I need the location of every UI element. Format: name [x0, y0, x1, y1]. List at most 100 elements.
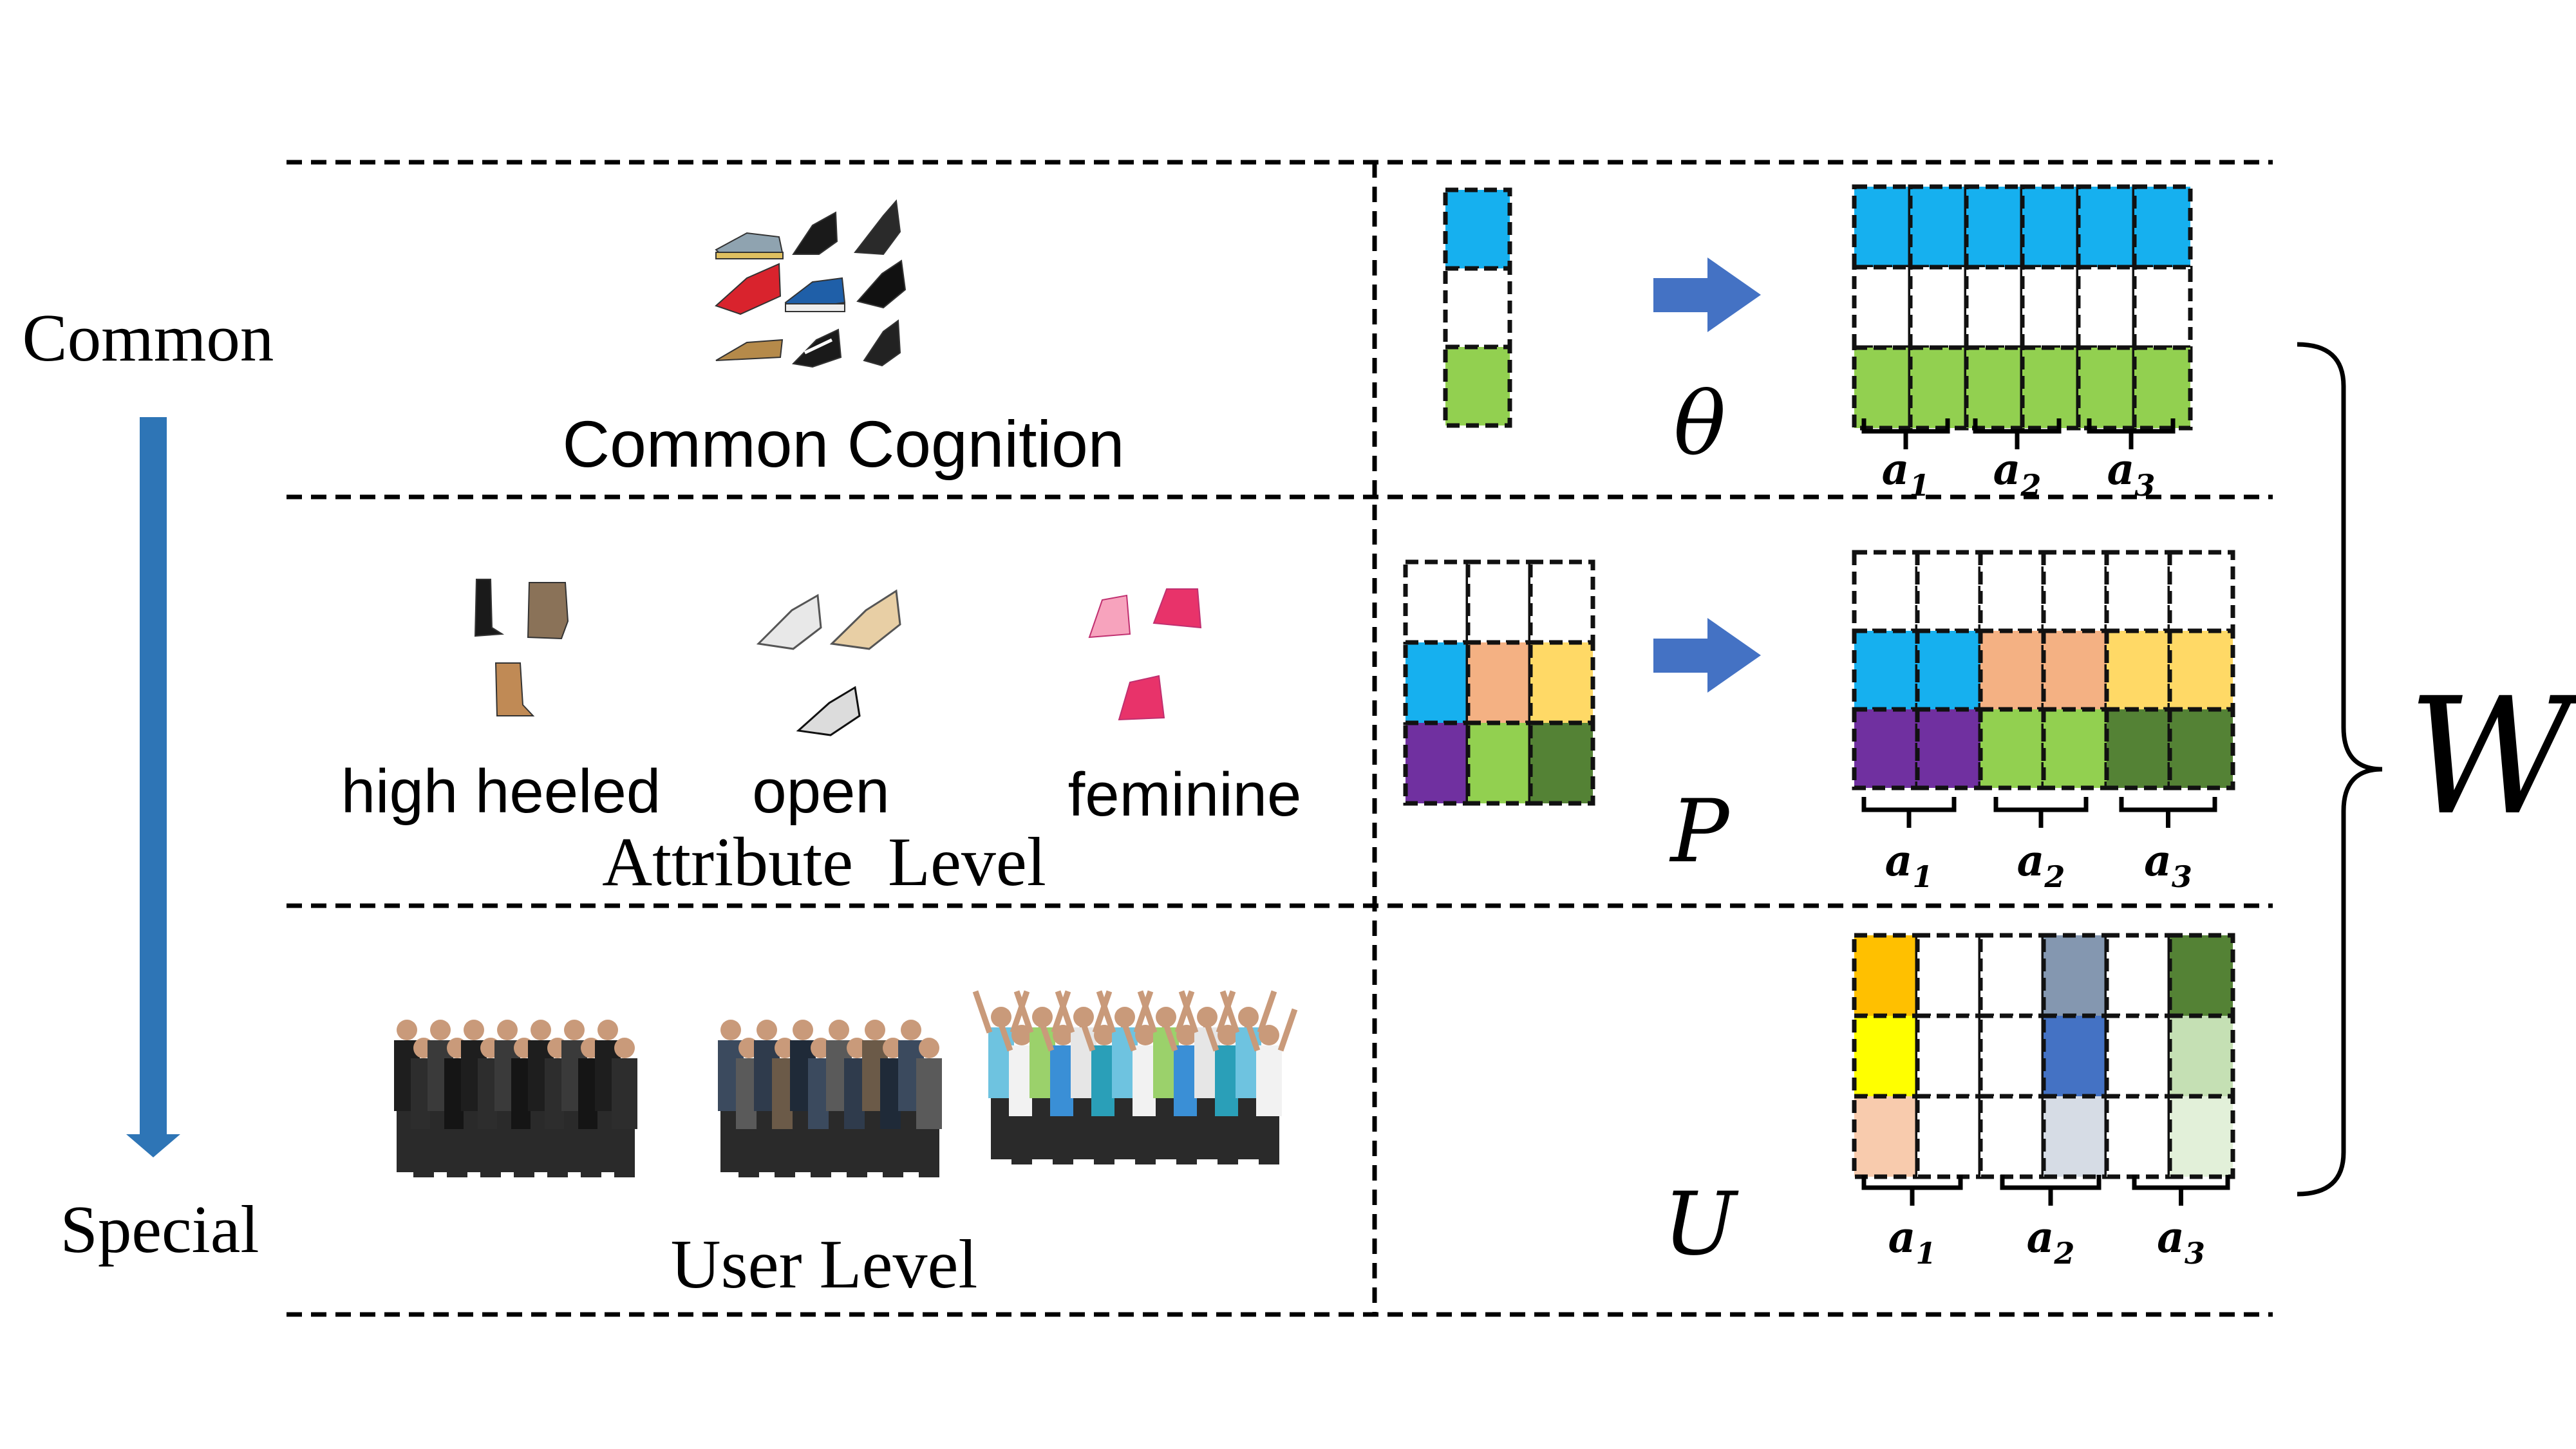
- theta-matrix-cell-r1-c5: [2076, 184, 2137, 270]
- person-legs: [991, 1098, 1011, 1159]
- person-body: [612, 1058, 637, 1129]
- u-matrix-cell-r1-c2: [1915, 933, 1983, 1018]
- theta-label-a1: a1: [1882, 444, 1930, 503]
- p-small-cell-r2-c1: [1403, 640, 1471, 725]
- person-head: [1259, 1025, 1279, 1045]
- u-label-a2: a2: [2027, 1212, 2075, 1271]
- p-matrix-cell-r1-c1: [1852, 550, 1920, 633]
- attribute-symbol-base: a: [2157, 1212, 2185, 1262]
- theta-bracket-2: [1973, 418, 2062, 449]
- person-legs: [738, 1129, 759, 1177]
- person-head: [397, 1020, 417, 1040]
- p-matrix-cell-r2-c6: [2167, 628, 2235, 712]
- person-arm: [1158, 1008, 1178, 1052]
- u-symbol: U: [1663, 1173, 1739, 1275]
- person-arm: [1199, 1008, 1219, 1052]
- shoes-collage: [715, 199, 907, 368]
- p-small-cell-r3-c3: [1528, 720, 1595, 806]
- person-head: [497, 1020, 518, 1040]
- black-mary-jane: [856, 259, 907, 309]
- theta-matrix-cell-r3-c6: [2132, 345, 2193, 431]
- u-matrix-cell-r3-c1: [1852, 1094, 1920, 1179]
- attribute-symbol-subscript: 2: [2053, 1236, 2074, 1271]
- u-bracket-2: [2000, 1175, 2101, 1206]
- attribute-label-feminine: feminine: [1068, 760, 1302, 829]
- person-legs: [1032, 1098, 1053, 1159]
- theta-vector-cell-r2-c1: [1443, 266, 1512, 350]
- p-small-matrix: [1403, 559, 1595, 806]
- attribute-symbol-base: a: [1888, 1212, 1916, 1262]
- p-matrix: [1852, 550, 2235, 790]
- person-head: [564, 1020, 585, 1040]
- sneaker-1: [715, 232, 784, 259]
- attribute-symbol-base: a: [2017, 836, 2045, 886]
- theta-matrix-cell-r1-c3: [1964, 184, 2025, 270]
- axis-top-label: Common: [23, 300, 274, 375]
- person-arm: [972, 990, 993, 1034]
- theta-bracket-3: [2087, 418, 2176, 449]
- p-matrix-cell-r3-c1: [1852, 707, 1920, 790]
- theta-matrix-cell-r3-c2: [1908, 345, 1969, 431]
- open-sandals: [756, 589, 901, 736]
- attribute-symbol-subscript: 2: [2020, 468, 2041, 503]
- tan-flat: [715, 339, 784, 361]
- person-legs: [847, 1129, 867, 1177]
- person-legs: [1259, 1116, 1279, 1164]
- theta-vector-cell-r3-c1: [1443, 344, 1512, 428]
- u-matrix-cell-r2-c1: [1852, 1013, 1920, 1099]
- p-small-cell-r3-c1: [1403, 720, 1471, 806]
- person-arm: [1013, 990, 1034, 1034]
- person-arm: [1075, 1008, 1096, 1052]
- p-bracket-2: [1993, 797, 2089, 828]
- high-heeled-shoes: [474, 579, 569, 716]
- p-small-cell-r2-c2: [1465, 640, 1533, 725]
- theta-matrix-cell-r3-c1: [1852, 345, 1913, 431]
- attribute-symbol-subscript: 2: [2044, 859, 2065, 894]
- person-arm: [1219, 990, 1240, 1034]
- person-arm: [1133, 990, 1154, 1034]
- person-legs: [1053, 1116, 1073, 1164]
- person-legs: [1156, 1098, 1176, 1159]
- theta-matrix-cell-r3-c4: [2020, 345, 2081, 431]
- attribute-symbol-base: a: [1993, 444, 2021, 494]
- u-matrix-cell-r2-c5: [2104, 1013, 2172, 1099]
- p-bracket-1: [1861, 797, 1957, 828]
- person-arm: [1096, 990, 1116, 1034]
- business-people-group: [394, 1020, 637, 1177]
- person-head: [919, 1038, 939, 1058]
- u-matrix-cell-r3-c4: [2041, 1094, 2109, 1179]
- attribute-label-open: open: [752, 757, 890, 826]
- p-expand-arrow: [1653, 618, 1761, 693]
- black-sandal-1: [854, 199, 901, 256]
- attribute-symbol-base: a: [2144, 836, 2172, 886]
- theta-matrix-cell-r2-c5: [2076, 265, 2137, 350]
- person-head: [720, 1020, 741, 1040]
- person-body: [1256, 1045, 1282, 1116]
- person-head: [865, 1020, 885, 1040]
- theta-matrix: [1852, 184, 2193, 431]
- person-arm: [1051, 990, 1071, 1034]
- attribute-symbol-base: a: [2027, 1212, 2054, 1262]
- person-legs: [1176, 1116, 1197, 1164]
- p-small-cell-r1-c2: [1465, 559, 1533, 645]
- theta-matrix-cell-r2-c6: [2132, 265, 2193, 350]
- p-matrix-cell-r3-c3: [1978, 707, 2046, 790]
- p-matrix-cell-r2-c5: [2104, 628, 2172, 712]
- theta-matrix-cell-r2-c1: [1852, 265, 1913, 350]
- person-legs: [1238, 1098, 1259, 1159]
- theta-label-a2: a2: [1993, 444, 2042, 503]
- attribute-symbol-base: a: [1885, 836, 1913, 886]
- user-level-label: User Level: [671, 1226, 978, 1303]
- u-matrix-cell-r2-c2: [1915, 1013, 1983, 1099]
- person-arm: [1137, 990, 1158, 1034]
- theta-label-a3: a3: [2107, 444, 2156, 503]
- w-brace: [2297, 342, 2383, 1197]
- common-level-label: Common Cognition: [562, 407, 1124, 481]
- p-matrix-cell-r1-c3: [1978, 550, 2046, 633]
- person-arm: [1010, 990, 1030, 1034]
- attribute-label-high-heeled: high heeled: [341, 757, 661, 826]
